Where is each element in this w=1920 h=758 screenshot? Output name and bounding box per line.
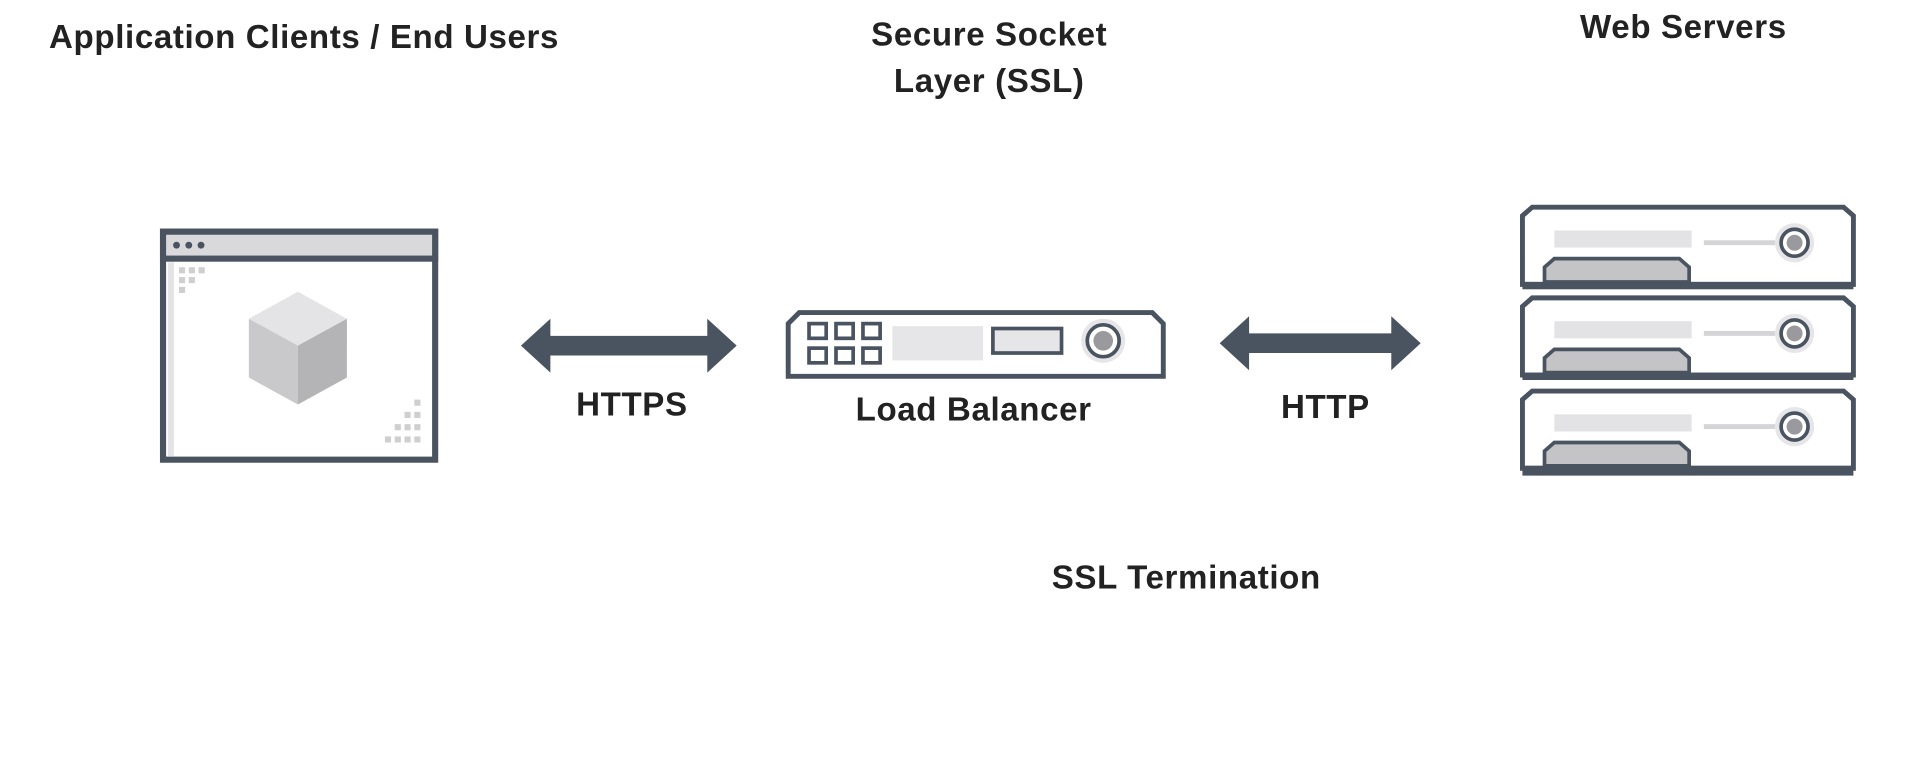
load-balancer-appliance-icon <box>785 309 1167 380</box>
clients-title: Application Clients / End Users <box>49 18 560 56</box>
ssl-title-line1: Secure Socket <box>871 15 1108 53</box>
double-arrow-icon <box>520 316 737 375</box>
ssl-termination-label: SSL Termination <box>1051 558 1321 596</box>
ssl-title: Secure Socket Layer (SSL) <box>824 12 1155 105</box>
web-servers-title: Web Servers <box>1580 8 1787 46</box>
server-stack-icon <box>1518 203 1859 482</box>
browser-window-cube-icon <box>159 228 441 463</box>
ssl-title-line2: Layer (SSL) <box>893 62 1085 100</box>
https-label: HTTPS <box>576 386 688 423</box>
double-arrow-icon <box>1219 314 1421 373</box>
load-balancer-label: Load Balancer <box>855 391 1092 428</box>
http-label: HTTP <box>1280 388 1370 426</box>
